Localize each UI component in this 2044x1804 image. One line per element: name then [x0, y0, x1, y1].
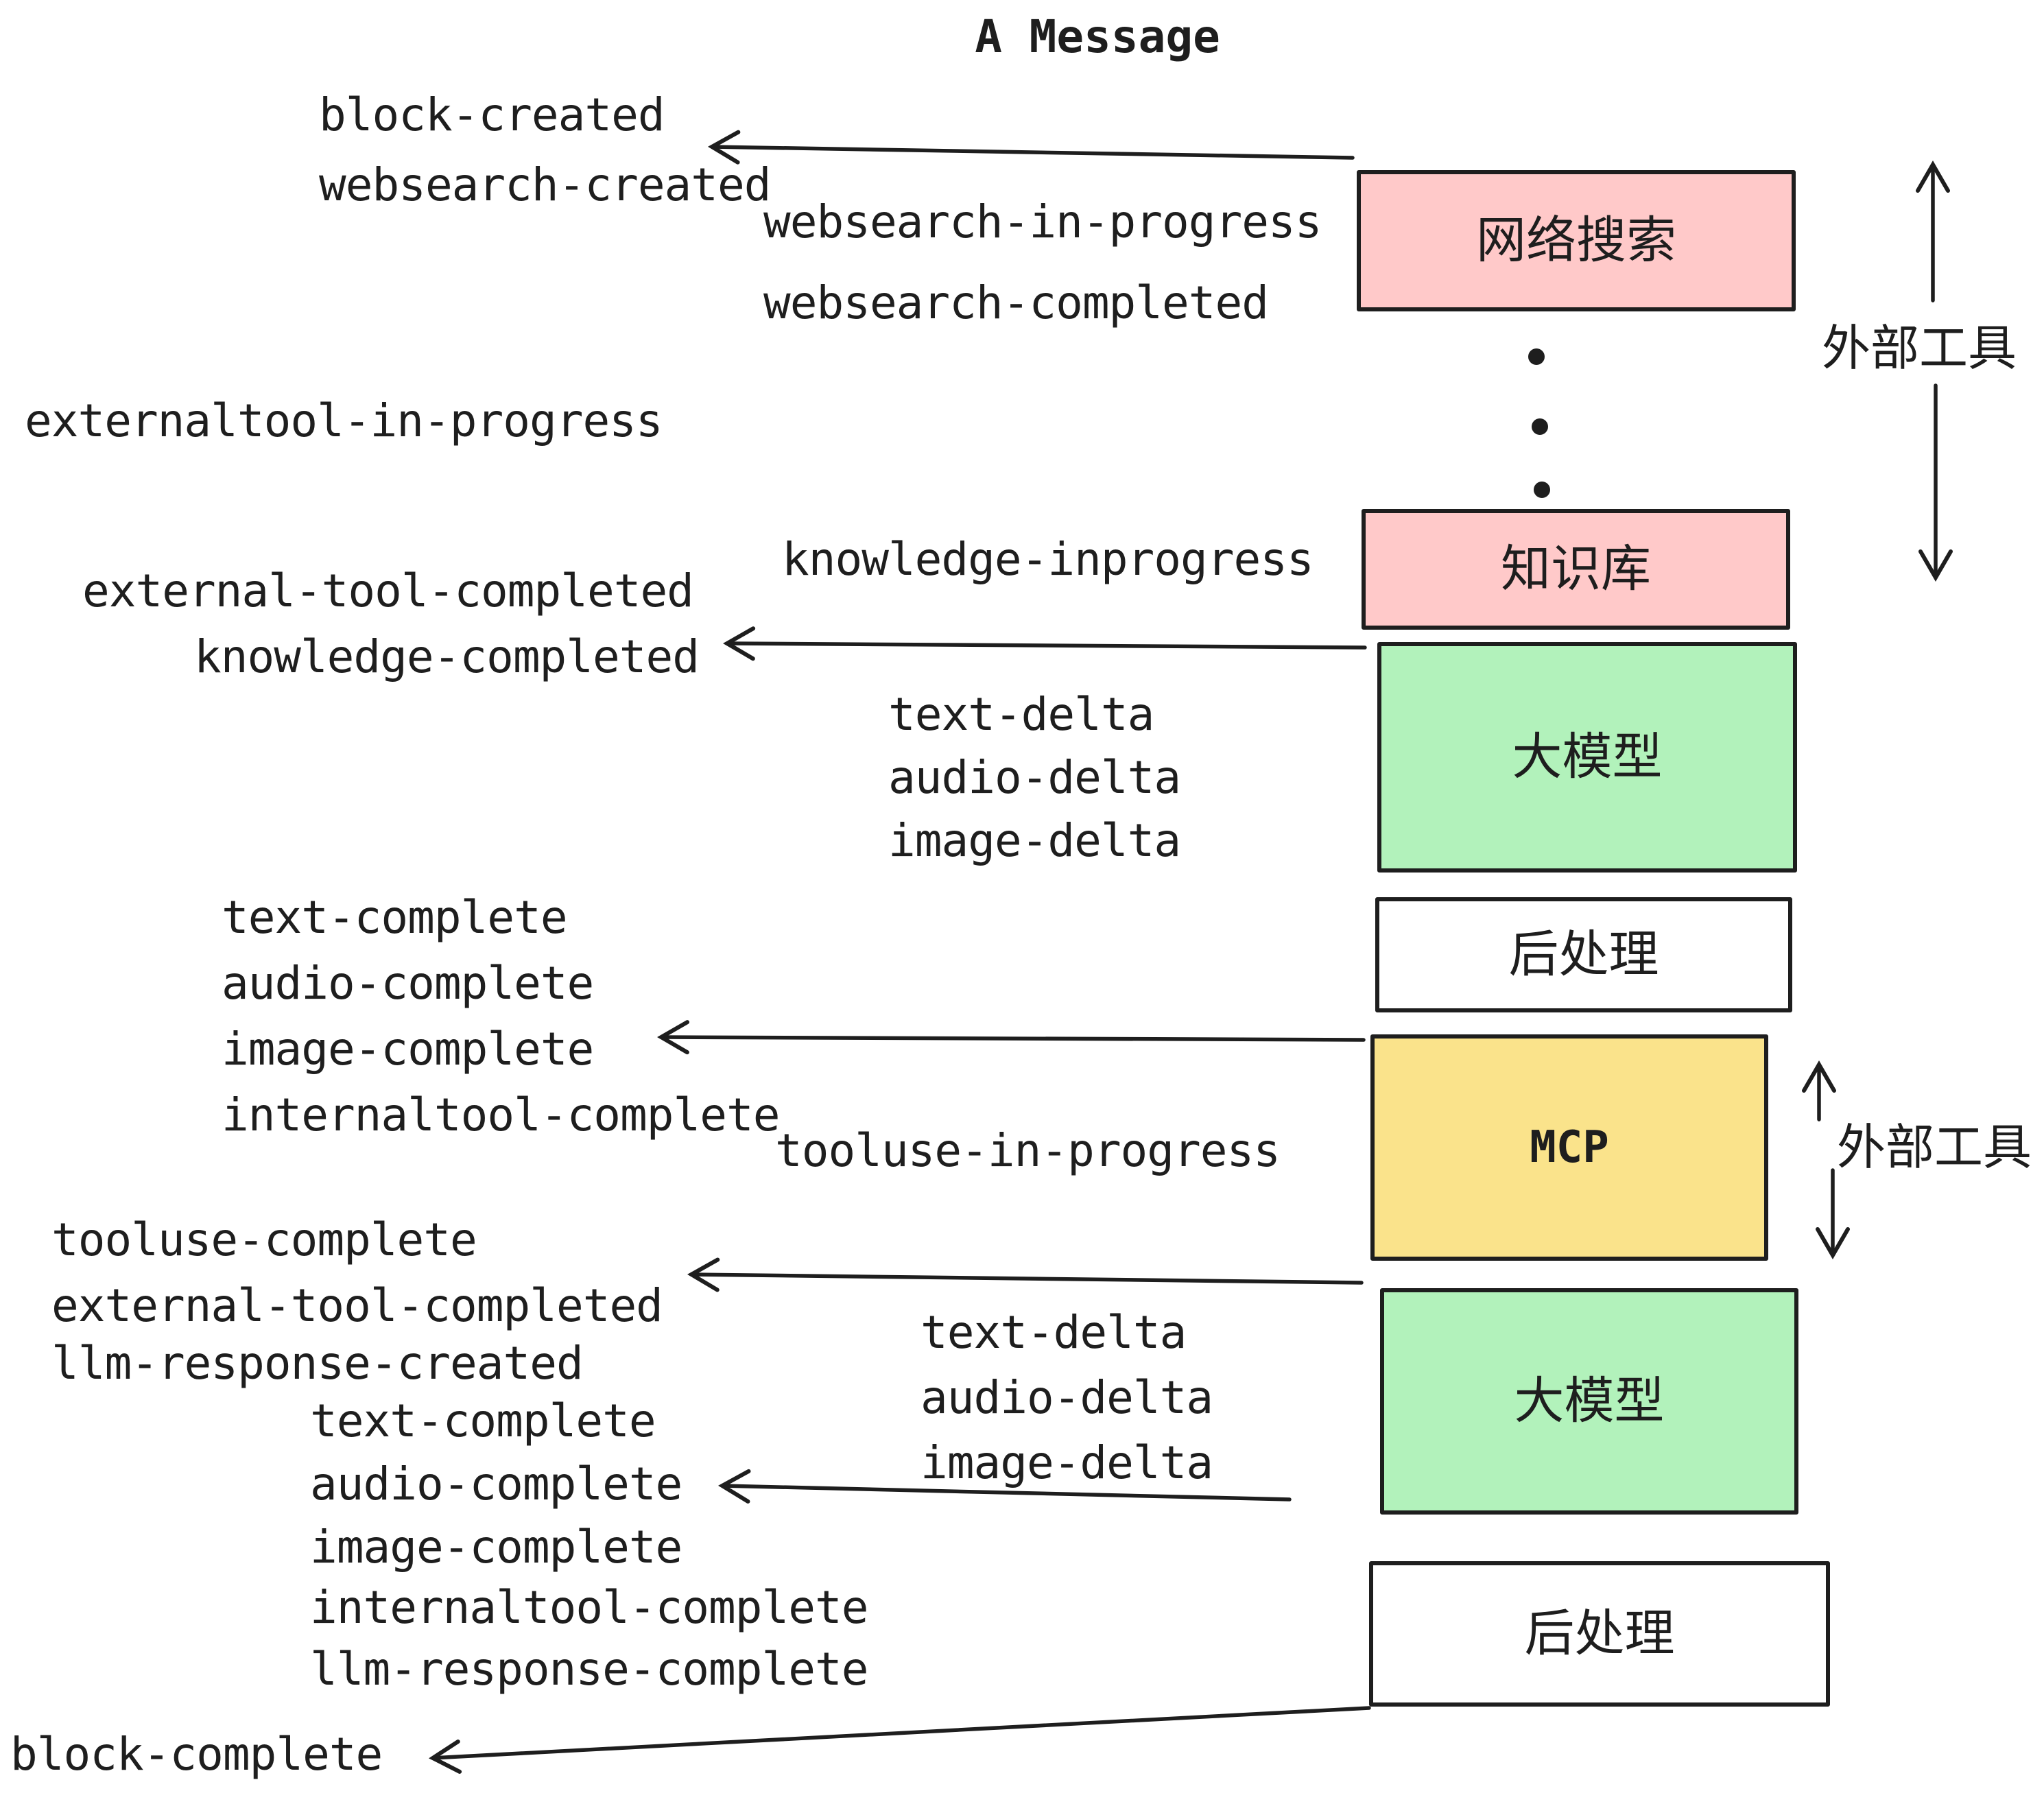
event-internaltool-complete: internaltool-complete [222, 1089, 780, 1141]
event-tooluse-complete: tooluse-complete [51, 1213, 477, 1266]
event-llm-response-complete: llm-response-complete [310, 1643, 868, 1696]
event-block-complete: block-complete [10, 1728, 383, 1781]
ellipsis-dot [1532, 418, 1548, 435]
event-image-delta-2: image-delta [920, 1436, 1213, 1489]
event-tooluse-in-progress: tooluse-in-progress [775, 1124, 1281, 1177]
event-websearch-in-progress: websearch-in-progress [763, 195, 1322, 248]
diagram-title: A Message [975, 10, 1220, 63]
event-external-tool-completed: external-tool-completed [82, 565, 694, 617]
event-text-delta-2: text-delta [920, 1306, 1187, 1359]
box-postprocess-1: 后处理 [1375, 897, 1792, 1012]
box-postprocess-1-label: 后处理 [1508, 925, 1659, 984]
arrow-knowledge-to-completed-events [723, 626, 1367, 661]
event-internaltool-complete-2: internaltool-complete [310, 1581, 868, 1634]
arrow-post2-to-block-complete [429, 1706, 1371, 1774]
event-audio-complete-2: audio-complete [310, 1458, 682, 1510]
event-externaltool-in-progress: externaltool-in-progress [25, 394, 663, 447]
box-mcp: MCP [1370, 1034, 1768, 1261]
box-mcp-label: MCP [1530, 1121, 1609, 1173]
box-websearch-label: 网络搜索 [1476, 211, 1676, 270]
box-postprocess-2: 后处理 [1369, 1561, 1830, 1707]
event-external-tool-completed-2: external-tool-completed [51, 1279, 663, 1332]
box-llm-1: 大模型 [1377, 642, 1797, 873]
event-image-complete: image-complete [222, 1023, 594, 1076]
event-text-complete: text-complete [222, 891, 568, 944]
external-tools-label-2: 外部工具 [1837, 1119, 2032, 1176]
external-tools-label-1: 外部工具 [1822, 320, 2017, 377]
arrow-llm2-to-complete-events [718, 1469, 1292, 1504]
event-websearch-completed: websearch-completed [763, 276, 1269, 329]
event-text-complete-2: text-complete [310, 1394, 656, 1447]
box-llm-2: 大模型 [1380, 1288, 1798, 1515]
box-llm-2-label: 大模型 [1514, 1371, 1665, 1430]
box-knowledge: 知识库 [1362, 509, 1790, 630]
event-audio-delta-2: audio-delta [920, 1371, 1213, 1424]
ellipsis-dot [1528, 348, 1545, 365]
event-image-complete-2: image-complete [310, 1521, 682, 1574]
box-websearch: 网络搜索 [1357, 170, 1796, 311]
arrow-llm1-to-complete-events [657, 1020, 1366, 1055]
event-text-delta: text-delta [888, 688, 1154, 741]
box-postprocess-2-label: 后处理 [1524, 1604, 1675, 1663]
arrow-mcp-to-tooluse-events [687, 1257, 1364, 1292]
box-llm-1-label: 大模型 [1512, 727, 1663, 786]
event-audio-delta: audio-delta [888, 751, 1181, 804]
event-llm-response-created: llm-response-created [51, 1337, 584, 1390]
event-websearch-created: websearch-created [319, 158, 772, 211]
ellipsis-dot [1534, 482, 1550, 498]
arrow-websearch-to-created-events [708, 130, 1355, 165]
box-knowledge-label: 知识库 [1501, 539, 1651, 598]
event-image-delta: image-delta [888, 814, 1181, 867]
event-knowledge-inprogress: knowledge-inprogress [782, 533, 1314, 586]
event-audio-complete: audio-complete [222, 957, 594, 1010]
event-block-created: block-created [319, 88, 665, 141]
event-knowledge-completed: knowledge-completed [194, 630, 700, 683]
